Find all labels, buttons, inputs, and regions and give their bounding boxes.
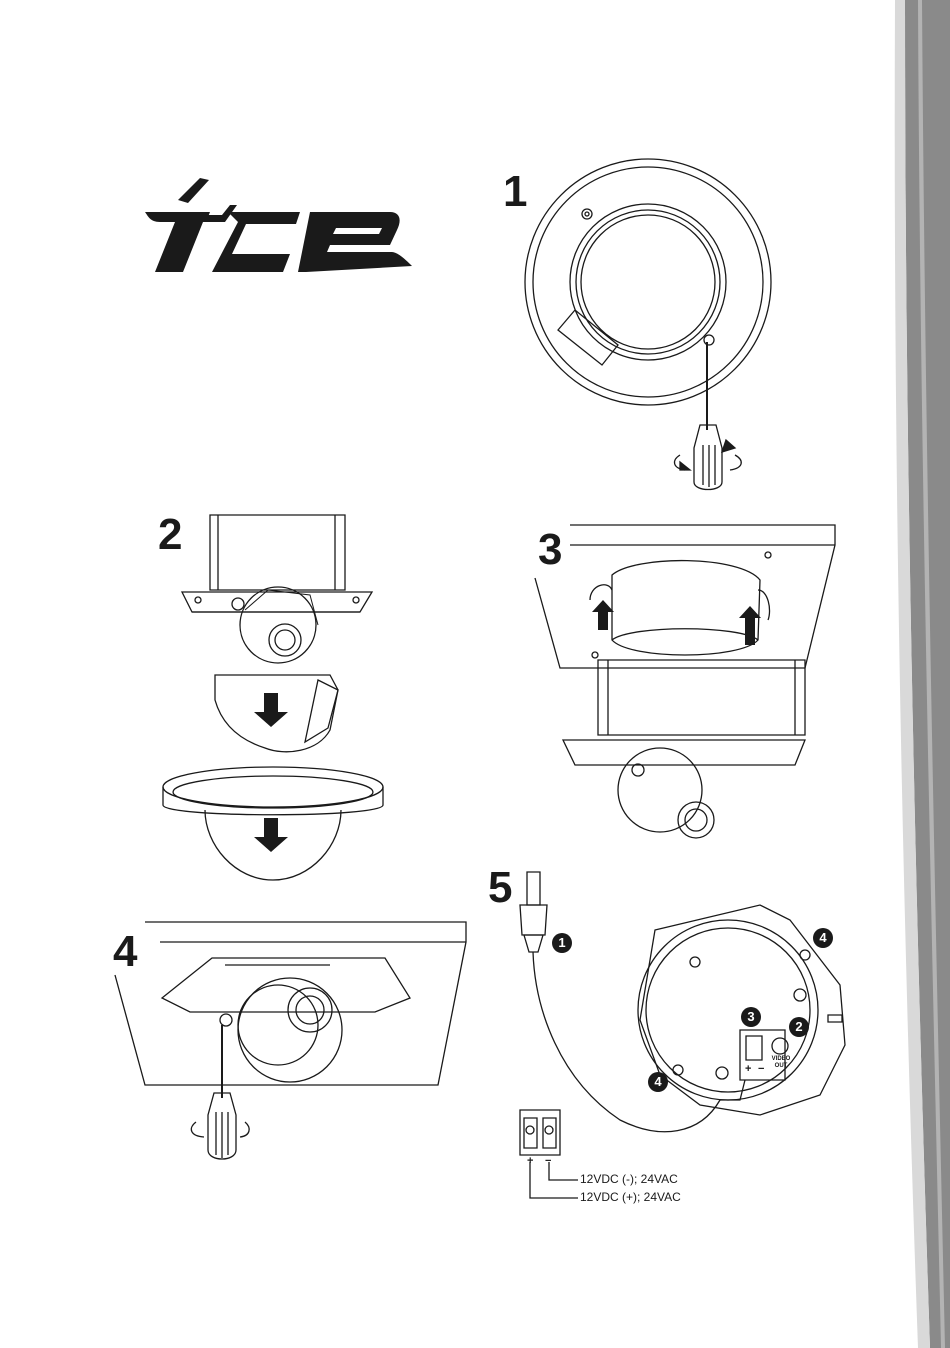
step-number-2: 2 bbox=[158, 513, 182, 557]
step1-dome-illustration bbox=[525, 159, 771, 490]
step3-ceiling-illustration bbox=[535, 525, 835, 838]
callout-3: 3 bbox=[741, 1007, 761, 1027]
ice-logo bbox=[145, 178, 412, 272]
wire-label-positive: 12VDC (+); 24VAC bbox=[580, 1190, 681, 1204]
step-number-3: 3 bbox=[538, 528, 562, 572]
step4-ceiling-illustration bbox=[115, 922, 466, 1159]
board-plus-sign: + bbox=[745, 1063, 751, 1075]
video-out-label: VIDEO OUT bbox=[768, 1056, 794, 1070]
callout-1: 1 bbox=[552, 933, 572, 953]
step2-camera-illustration bbox=[163, 515, 383, 880]
callout-2: 2 bbox=[789, 1017, 809, 1037]
callout-4-top: 4 bbox=[813, 928, 833, 948]
step-number-1: 1 bbox=[503, 170, 527, 214]
callout-4-bottom: 4 bbox=[648, 1072, 668, 1092]
wire-label-negative: 12VDC (-); 24VAC bbox=[580, 1172, 678, 1186]
step-number-4: 4 bbox=[113, 930, 137, 974]
board-minus-sign: − bbox=[758, 1063, 764, 1075]
terminal-minus-sign: − bbox=[545, 1155, 551, 1167]
side-band-decoration bbox=[895, 0, 950, 1348]
step-number-5: 5 bbox=[488, 866, 512, 910]
terminal-plus-sign: + bbox=[527, 1155, 533, 1167]
